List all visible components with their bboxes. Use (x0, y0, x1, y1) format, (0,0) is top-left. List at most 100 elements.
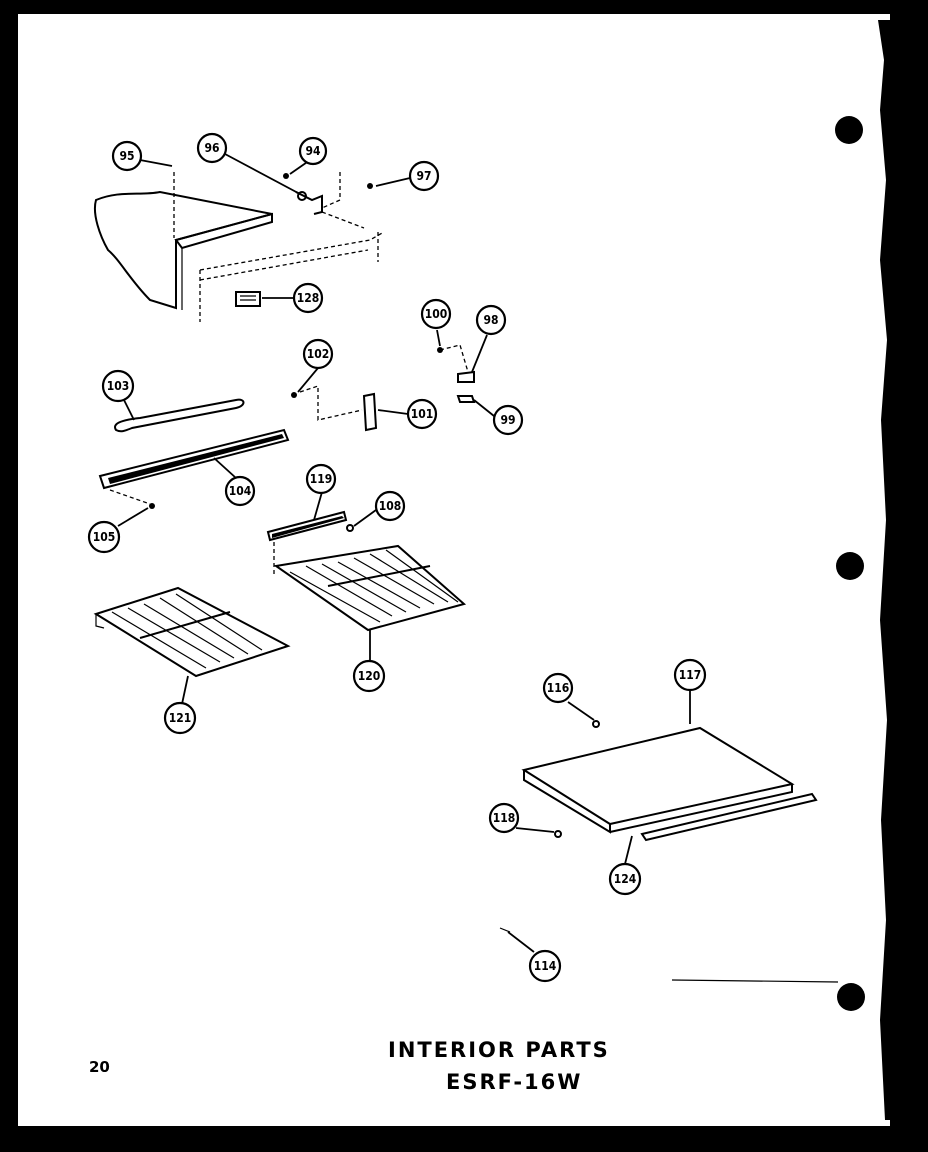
part-101-bracket (362, 392, 378, 432)
callout-114: 114 (528, 949, 562, 983)
bracket-ribs (272, 516, 344, 538)
part-98-bracket (457, 370, 475, 383)
rail-dash-upper (199, 231, 385, 271)
crisper-cover-assembly (499, 720, 839, 983)
hinge-dash (439, 344, 469, 373)
binder-hole-bottom (837, 983, 865, 1011)
svg-text:97: 97 (416, 169, 431, 183)
svg-text:120: 120 (358, 669, 381, 683)
svg-text:101: 101 (411, 407, 434, 421)
callout-116: 116 (542, 672, 574, 704)
screw-dash-102 (299, 385, 363, 421)
bracket-dash (321, 211, 365, 229)
screw-dash-105 (109, 489, 151, 505)
part-104-shelf-rail (98, 428, 290, 490)
screw-dash-97 (321, 172, 341, 209)
part-94-screw (283, 173, 289, 179)
rail-dash-lower (199, 249, 369, 281)
callout-95: 95 (111, 140, 143, 172)
page-title: INTERIOR PARTS (388, 1038, 610, 1062)
rail-channel (108, 434, 284, 484)
callout-117: 117 (673, 658, 707, 692)
part-117-glass-cover (521, 726, 795, 826)
door-hinge-parts (437, 344, 476, 403)
shelf-edge (174, 212, 273, 250)
part-124-cover-trim (640, 792, 818, 842)
left-wire-shelf-assembly (93, 586, 291, 678)
svg-text:116: 116 (547, 681, 570, 695)
part-108-screw (346, 524, 354, 532)
callout-118: 118 (488, 802, 520, 834)
callout-99: 99 (492, 404, 524, 436)
part-103-trim-strip (114, 398, 245, 433)
part-116-screw (592, 720, 600, 728)
wire-shelf-grid (289, 549, 459, 623)
scan-edge (878, 20, 890, 1120)
lens-ribs (240, 295, 256, 301)
svg-text:98: 98 (483, 313, 498, 327)
callout-94: 94 (298, 136, 328, 166)
svg-text:105: 105 (93, 530, 116, 544)
part-97-screw (367, 183, 373, 189)
callout-103: 103 (101, 369, 135, 403)
cover-edge (523, 770, 611, 834)
callout-101: 101 (406, 398, 438, 430)
shelf-rail-parts (98, 398, 290, 509)
freezer-shelf-panel (94, 190, 273, 310)
callout-124: 124 (608, 862, 642, 896)
page-number: 20 (89, 1058, 110, 1076)
cover-front-edge (609, 784, 793, 833)
callout-96: 96 (196, 132, 228, 164)
binder-hole-middle (836, 552, 864, 580)
part-102-screw (291, 392, 297, 398)
svg-text:96: 96 (204, 141, 219, 155)
lower-shelf-grid (111, 593, 263, 669)
callout-128: 128 (292, 282, 324, 314)
upper-shelf-assembly (94, 172, 385, 322)
callout-100: 100 (420, 298, 452, 330)
shelf-flange (175, 248, 183, 310)
right-wire-shelf-assembly (266, 510, 467, 632)
callout-120: 120 (352, 659, 386, 693)
part-96-hinge (295, 191, 323, 215)
svg-text:103: 103 (107, 379, 130, 393)
svg-text:128: 128 (297, 291, 320, 305)
part-119-shelf-bracket (266, 510, 348, 542)
part-100-screw (437, 347, 443, 353)
divider-bracket-parts (291, 385, 378, 432)
part-128-light-lens (235, 291, 261, 307)
svg-text:95: 95 (119, 149, 134, 163)
wire-shelf-divider (327, 565, 431, 587)
callout-97: 97 (408, 160, 440, 192)
page-background (18, 14, 890, 1126)
callout-105: 105 (87, 520, 121, 554)
part-105-screw (149, 503, 155, 509)
lower-shelf-divider (139, 611, 231, 639)
svg-text:102: 102 (307, 347, 330, 361)
part-120-wire-shelf (273, 544, 467, 632)
model-number: ESRF-16W (446, 1070, 583, 1094)
part-118-screw (554, 830, 562, 838)
callout-98: 98 (475, 304, 507, 336)
trailing-line (671, 979, 839, 983)
svg-text:117: 117 (679, 668, 702, 682)
svg-text:118: 118 (493, 811, 516, 825)
svg-text:108: 108 (379, 499, 402, 513)
callout-119: 119 (305, 463, 337, 495)
svg-text:100: 100 (425, 307, 448, 321)
lower-shelf-hook (95, 614, 105, 629)
svg-text:104: 104 (229, 484, 252, 498)
svg-text:124: 124 (614, 872, 637, 886)
svg-text:114: 114 (534, 959, 557, 973)
part-99-clip (456, 395, 476, 403)
svg-text:99: 99 (500, 413, 515, 427)
svg-text:94: 94 (305, 144, 321, 158)
svg-text:119: 119 (310, 472, 333, 486)
binder-hole-top (835, 116, 863, 144)
part-121-wire-shelf (93, 586, 291, 678)
callout-102: 102 (302, 338, 334, 370)
part-114-clip (499, 927, 511, 933)
callout-104: 104 (224, 475, 256, 507)
